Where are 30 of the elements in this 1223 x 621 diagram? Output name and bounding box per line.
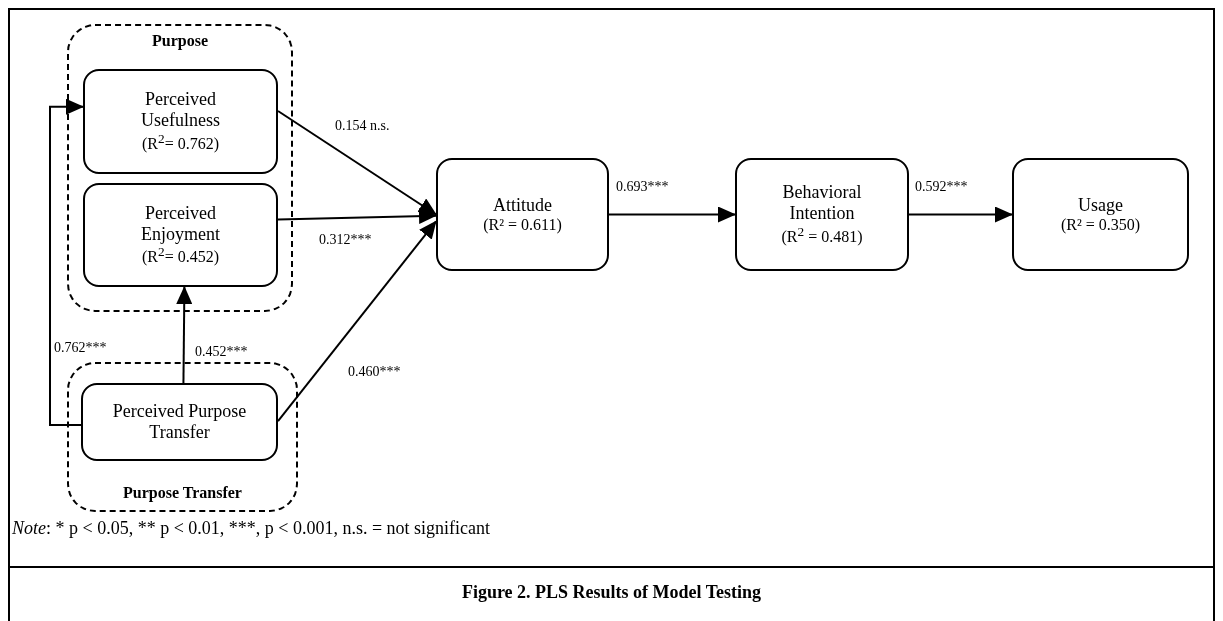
arrow [277,208,437,225]
r-squared-value: (R$^{2}$= 0.452) [142,244,219,268]
arrow [176,286,193,384]
construct-name: Behavioral Intention [781,182,863,224]
construct-name: Perceived Purpose Transfer [111,401,248,443]
figure-caption: Figure 2. PLS Results of Model Testing [460,582,763,603]
r-squared-value: (R² = 0.611) [483,215,562,235]
r-squared-value: (R² = 0.350) [1060,215,1141,235]
dashed-group-box [67,362,298,512]
construct-box [83,69,278,174]
significance-note: Note: * p < 0.05, ** p < 0.01, ***, p < 0.001, n.s. = not significant [12,518,491,539]
arrow [908,206,1013,223]
construct-box [83,183,278,287]
construct-box [81,383,278,461]
construct-name: Perceived Enjoyment [140,202,221,245]
arrow [49,98,84,427]
r-squared-value: (R$^{2}$ = 0.481) [781,223,863,247]
construct-box [735,158,909,271]
group-heading: Purpose Transfer [122,484,243,502]
arrow [608,206,736,223]
group-heading: Purpose [151,32,209,50]
arrow [277,110,437,216]
construct-box [1012,158,1189,271]
construct-name: Usage [1078,194,1123,216]
arrow [277,220,437,423]
dashed-group-box [67,24,293,312]
construct-box [436,158,609,271]
r-squared-value: (R$^{2}$= 0.762) [142,130,219,154]
construct-name: Perceived Usefulness [140,89,221,131]
construct-name: Attitude [493,194,552,216]
